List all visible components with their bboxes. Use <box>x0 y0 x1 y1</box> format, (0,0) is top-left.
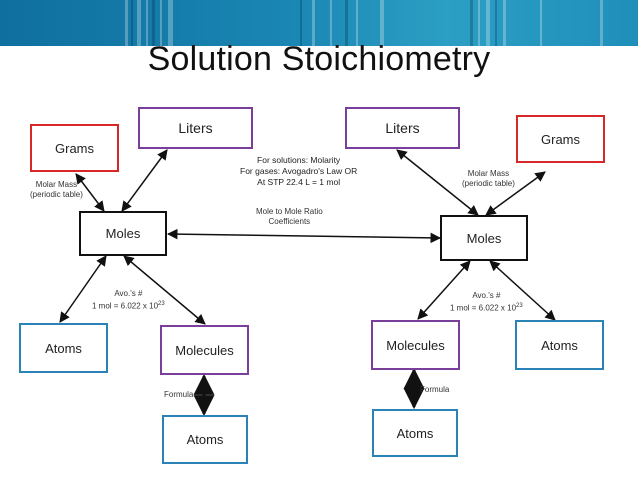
right-grams-box: Grams <box>516 115 605 163</box>
right-molecules-box: Molecules <box>371 320 460 370</box>
header-banner <box>0 0 638 46</box>
right-atoms2-label: Atoms <box>396 425 434 441</box>
arrow-left-liters-moles <box>121 149 168 212</box>
right-avogadro-label: Avo.'s # 1 mol = 6.022 x 1023 <box>450 291 523 313</box>
arrow-right-liters-moles <box>396 149 479 216</box>
arrow-right-grams-moles <box>485 171 546 216</box>
right-molecules-label: Molecules <box>386 337 445 353</box>
left-grams-label: Grams <box>55 140 94 156</box>
right-molar-mass-label: Molar Mass (periodic table) <box>462 169 515 188</box>
left-moles-box: Moles <box>79 211 167 256</box>
left-molecules-label: Molecules <box>175 342 234 358</box>
arrow-right-moles-atoms <box>489 260 556 321</box>
right-liters-label: Liters <box>385 120 420 136</box>
left-liters-box: Liters <box>138 107 253 149</box>
left-atoms2-label: Atoms <box>186 432 224 447</box>
left-atoms-box: Atoms <box>19 323 108 373</box>
left-moles-label: Moles <box>105 226 141 241</box>
right-grams-label: Grams <box>541 131 580 147</box>
mole-ratio-label: Mole to Mole Ratio Coefficients <box>256 207 323 226</box>
arrow-right-moles-molecules <box>417 260 471 320</box>
right-atoms-box: Atoms <box>515 320 604 370</box>
right-atoms-label: Atoms <box>541 337 578 353</box>
right-moles-box: Moles <box>440 215 528 261</box>
left-liters-label: Liters <box>178 120 213 136</box>
arrow-moles-moles <box>166 228 442 244</box>
right-moles-label: Moles <box>466 230 502 246</box>
arrow-left-moles-atoms <box>59 255 107 323</box>
right-atoms2-box: Atoms <box>372 409 458 457</box>
left-formula-label: Formula <box>164 390 194 399</box>
solution-note: For solutions: Molarity For gases: Avoga… <box>240 155 358 187</box>
right-formula-label: Formula <box>420 385 450 394</box>
arrow-left-moles-molecules <box>123 255 206 325</box>
left-avogadro-label: Avo.'s # 1 mol = 6.022 x 1023 <box>92 289 165 311</box>
arrow-left-grams-moles <box>75 173 105 212</box>
left-grams-box: Grams <box>30 124 119 172</box>
left-atoms-label: Atoms <box>45 340 82 356</box>
left-molecules-box: Molecules <box>160 325 249 375</box>
page-title: Solution Stoichiometry <box>147 40 491 78</box>
left-atoms2-box: Atoms <box>162 415 248 464</box>
left-molar-mass-label: Molar Mass (periodic table) <box>30 180 83 199</box>
right-liters-box: Liters <box>345 107 460 149</box>
